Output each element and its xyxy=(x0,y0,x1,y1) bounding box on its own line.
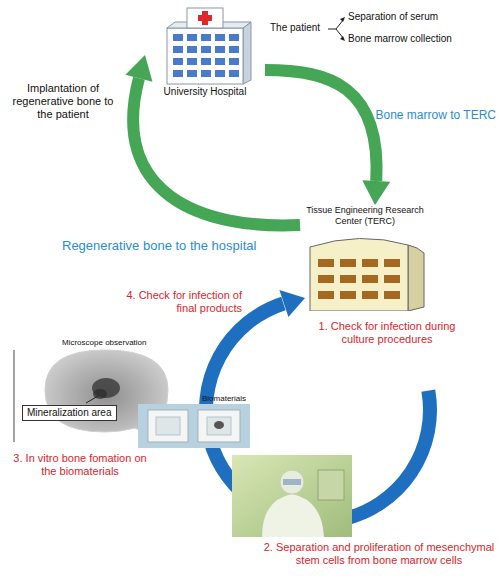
text-label: The patient xyxy=(270,22,320,34)
building-node: University Hospital xyxy=(145,4,265,98)
axis-line xyxy=(14,350,15,442)
hospital-icon xyxy=(145,4,265,86)
icon xyxy=(145,4,265,86)
text-label: Separation of serum xyxy=(348,11,438,23)
text-label: Implantation of regenerative bone to the… xyxy=(8,82,118,122)
lab-worker xyxy=(262,494,324,537)
mineralization-spot xyxy=(92,378,120,398)
arrowhead xyxy=(125,55,152,82)
text-label: 3. In vitro bone fomation on the biomate… xyxy=(6,452,154,478)
cycle-arrowhead xyxy=(279,290,305,317)
leader-line xyxy=(86,396,98,403)
node-label: University Hospital xyxy=(145,86,265,98)
node-label: Mineralization area xyxy=(27,407,112,419)
building-node: Tissue Engineering Research Center (TERC… xyxy=(300,205,430,311)
text-label: 2. Separation and proliferation of mesen… xyxy=(262,541,496,567)
lab-worker-head xyxy=(280,470,304,494)
arrow-shaft xyxy=(133,78,300,225)
scaffold-spot xyxy=(214,421,224,429)
text-label: Microscope observation xyxy=(62,338,146,348)
lab-equipment xyxy=(318,470,344,500)
lab-photo xyxy=(232,455,352,537)
scaffold xyxy=(156,417,180,435)
text-label: 1. Check for infection during culture pr… xyxy=(312,320,462,346)
text-label: Biomaterials xyxy=(202,394,246,404)
scaffold xyxy=(198,410,240,442)
icon xyxy=(300,227,430,311)
callout-box: Mineralization area xyxy=(22,405,117,421)
arrowhead xyxy=(362,180,390,205)
flow-arrow xyxy=(265,70,390,205)
arrow-shaft xyxy=(265,70,377,181)
biomaterials-photo xyxy=(138,404,250,448)
text-label: Bone marrow collection xyxy=(348,33,452,45)
lab-worker-goggles xyxy=(283,479,301,485)
node-label: Tissue Engineering Research Center (TERC… xyxy=(300,205,430,227)
scaffold xyxy=(207,417,231,435)
edge-label: Bone marrow to TERC xyxy=(376,108,497,122)
edge-label: Regenerative bone to the hospital xyxy=(62,238,256,254)
scaffold xyxy=(148,410,188,442)
terc-building xyxy=(300,227,430,311)
bracket-arrowhead xyxy=(340,36,345,41)
bracket-arrowhead xyxy=(340,17,345,22)
text-label: 4. Check for infection of final products xyxy=(106,289,242,315)
patient-bracket xyxy=(328,19,344,39)
